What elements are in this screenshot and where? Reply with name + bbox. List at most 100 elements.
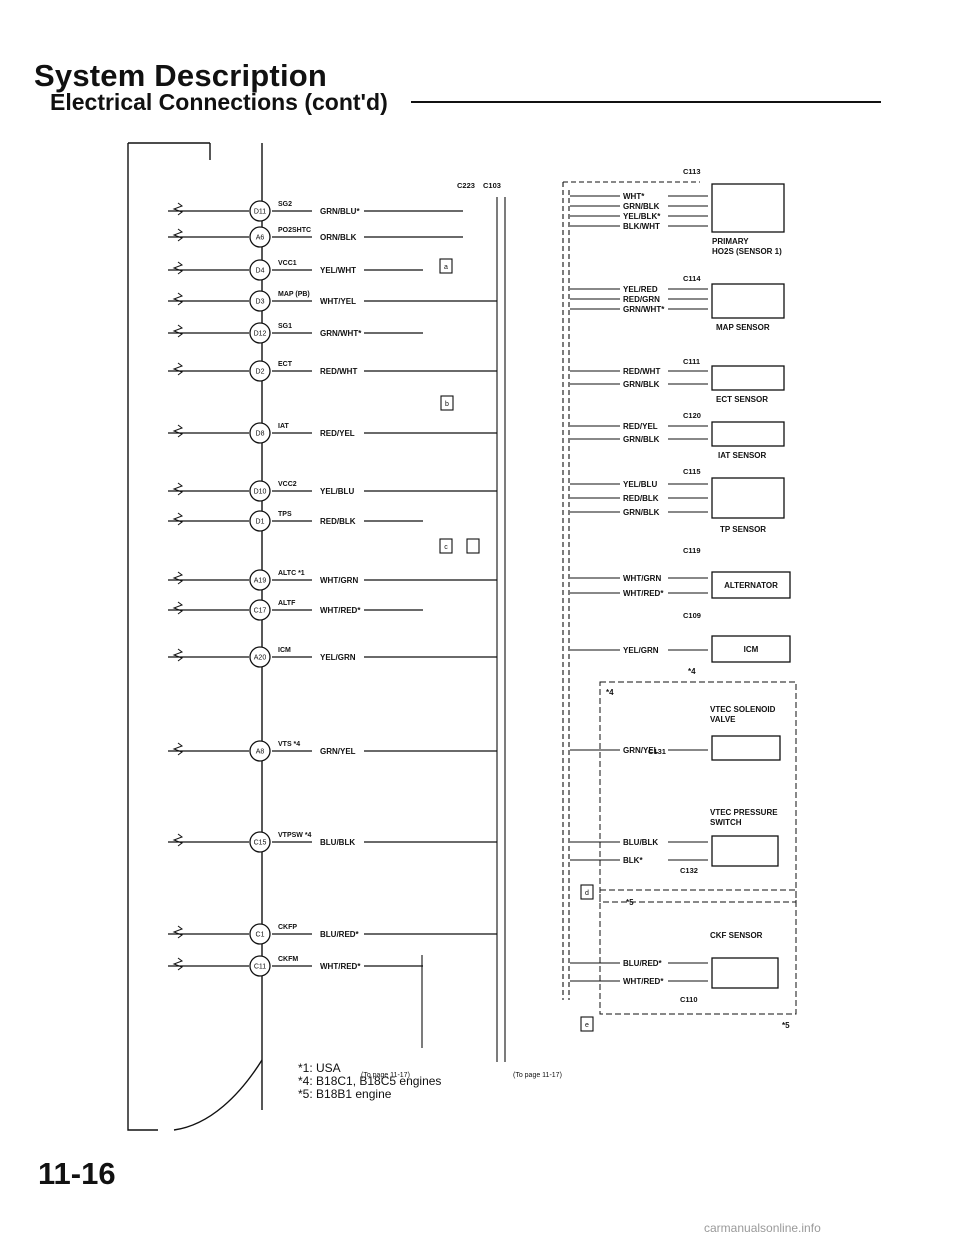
ckf-sensor-box (711, 957, 779, 989)
iat-sensor-label: IAT SENSOR (718, 451, 767, 460)
junction-label: b (445, 401, 449, 408)
ecm-wire-color: WHT/YEL (320, 297, 356, 306)
connector-c114: C114 (683, 274, 701, 283)
footnote-1: *1: USA (298, 1061, 341, 1075)
map-sensor-label: MAP SENSOR (716, 323, 770, 332)
ecm-signal-label: VCC2 (278, 481, 297, 488)
page-ref-left: (To page 11-17) (361, 1072, 410, 1079)
ecm-signal-label: SG2 (278, 201, 292, 208)
component-wire-label: GRN/BLK (623, 508, 660, 517)
page-ref-right: (To page 11-17) (513, 1072, 562, 1079)
ckf-sensor-label: CKF SENSOR (710, 931, 763, 940)
component-wire-label: YEL/BLU (623, 480, 657, 489)
component-wire-label: BLU/RED* (623, 959, 663, 968)
ecm-signal-label: VCC1 (278, 260, 297, 267)
ecm-pin-c1: C1 (256, 932, 265, 939)
ecm-wire-color: WHT/RED* (320, 962, 361, 971)
ecm-signal-label: ICM (278, 647, 291, 654)
component-wire-label: GRN/BLK (623, 202, 660, 211)
ecm-signal-label: IAT (278, 423, 289, 430)
component-wire-label: BLK* (623, 856, 643, 865)
component-wire-label: YEL/GRN (623, 646, 659, 655)
junction-label: e (585, 1022, 589, 1029)
ecm-wire-color: WHT/RED* (320, 606, 361, 615)
ecm-wire-color: YEL/GRN (320, 653, 356, 662)
junction-box (439, 258, 453, 274)
ecm-pin-d11: D11 (254, 209, 266, 216)
component-wire-label: GRN/YEL (623, 746, 659, 755)
page-subtitle: Electrical Connections (cont'd) (50, 89, 388, 115)
junction-box (580, 1016, 594, 1032)
component-wire-label: WHT/RED* (623, 589, 664, 598)
component-wire-label: WHT* (623, 192, 645, 201)
ecm-signal-label: CKFP (278, 924, 297, 931)
vtec-pressure-switch-box (711, 835, 779, 867)
junction-box (439, 538, 453, 554)
component-wire-label: GRN/BLK (623, 435, 660, 444)
connector-c119: C119 (683, 546, 701, 555)
marker-star5-bottom: *5 (782, 1021, 790, 1030)
ecm-wire-color: BLU/BLK (320, 838, 355, 847)
component-wire-label: RED/WHT (623, 367, 660, 376)
iat-sensor-box (711, 421, 785, 447)
ecm-wire-color: ORN/BLK (320, 233, 357, 242)
ect-sensor-box (711, 365, 785, 391)
ecm-pin-c11: C11 (254, 964, 266, 971)
map-sensor-box (711, 283, 785, 319)
ecm-wire-color: GRN/WHT* (320, 329, 362, 338)
ecm-signal-label: TPS (278, 511, 292, 518)
connector-c115: C115 (683, 467, 701, 476)
icm-box (711, 635, 791, 663)
ecm-signal-label: VTPSW *4 (278, 832, 312, 839)
alternator-box (711, 571, 791, 599)
vtec-solenoid-box (711, 735, 781, 761)
alternator-label: ALTERNATOR (724, 581, 778, 590)
ecm-pin-a20: A20 (254, 655, 267, 662)
junction-label: d (585, 890, 589, 897)
component-wire-label: BLK/WHT (623, 222, 660, 231)
ecm-row: A20 ICM YEL/GRN (168, 646, 497, 668)
ecm-signal-label: ALTC *1 (278, 570, 305, 577)
ecm-signal-label: MAP (PB) (278, 291, 310, 298)
connector-c110: C110 (680, 995, 698, 1004)
component-wire-label: GRN/BLK (623, 380, 660, 389)
subtitle-rule (411, 101, 881, 103)
page-title: System Description (34, 58, 328, 93)
connector-c113: C113 (683, 167, 701, 176)
junction-label: a (444, 264, 448, 271)
connector-c103: C103 (483, 181, 501, 190)
tp-sensor-box (711, 477, 785, 519)
ecm-wire-color: YEL/BLU (320, 487, 354, 496)
variant-box-star5 (599, 889, 797, 1015)
vtec-pressure-label: VTEC PRESSURE (710, 808, 778, 817)
component-wire-label: WHT/GRN (623, 574, 661, 583)
ho2s-label-2: HO2S (SENSOR 1) (712, 247, 782, 256)
marker-star5-top: *5 (626, 898, 634, 907)
marker-star4-bottom: *4 (688, 667, 696, 676)
vtec-solenoid-label-2: VALVE (710, 715, 736, 724)
ecm-pin-d10: D10 (254, 489, 267, 496)
marker-star4-top: *4 (606, 688, 614, 697)
ecm-wire-color: WHT/GRN (320, 576, 358, 585)
ecm-pin-d1: D1 (256, 519, 265, 526)
component-wire-label: YEL/RED (623, 285, 658, 294)
footnote-4: *4: B18C1, B18C5 engines (298, 1074, 442, 1088)
ecm-pin-a8: A8 (256, 749, 265, 756)
junction-box (440, 395, 454, 411)
connector-c132: C132 (680, 866, 698, 875)
ecm-signal-label: VTS *4 (278, 741, 300, 748)
variant-box-star4 (599, 681, 797, 903)
connector-c111: C111 (683, 357, 700, 366)
junction-box (580, 884, 594, 900)
icm-label: ICM (744, 645, 759, 654)
vtec-pressure-label-2: SWITCH (710, 818, 742, 827)
